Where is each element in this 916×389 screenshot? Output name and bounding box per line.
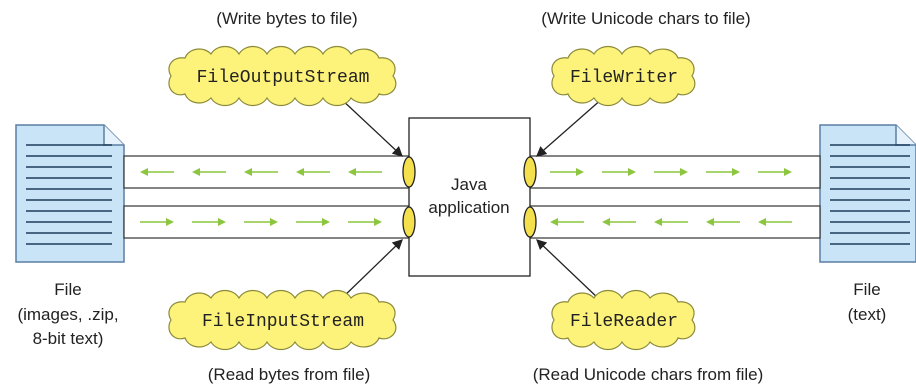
file-reader-cloud: FileReader <box>551 289 696 351</box>
input-stream-flow-arrows <box>140 218 382 226</box>
left-file-label-line3: 8-bit text) <box>33 329 104 348</box>
output-flow-arrow-head <box>348 168 356 176</box>
left-file-label-line2: (images, .zip, <box>17 305 118 324</box>
right-file-document-icon <box>819 124 916 263</box>
writer-flow-arrow-head <box>784 168 792 176</box>
writer-flow-arrows <box>550 168 792 176</box>
reader-connector <box>523 206 537 238</box>
left-file-document-icon <box>15 124 125 263</box>
input-flow-arrow-head <box>218 218 226 226</box>
app-label-line2: application <box>428 198 509 217</box>
output-flow-arrow-head <box>244 168 252 176</box>
input-flow-arrow-head <box>270 218 278 226</box>
input-flow-arrow-head <box>374 218 382 226</box>
right-file-label-line1: File <box>853 280 880 299</box>
file-reader-caption: (Read Unicode chars from file) <box>533 365 764 384</box>
output-stream-connector <box>402 156 416 188</box>
input-flow-arrow-head <box>166 218 174 226</box>
writer-flow-arrow-head <box>576 168 584 176</box>
file-writer-caption: (Write Unicode chars to file) <box>541 9 750 28</box>
writer-flow-arrow-head <box>680 168 688 176</box>
file-reader-label: FileReader <box>570 312 678 332</box>
reader-flow-arrow-head <box>706 218 714 226</box>
file-output-stream-cloud: FileOutputStream <box>168 45 397 107</box>
app-label-line1: Java <box>451 175 487 194</box>
connectors <box>402 156 537 238</box>
reader-flow-arrow-head <box>602 218 610 226</box>
writer-flow-arrow-head <box>732 168 740 176</box>
file-input-stream-label: FileInputStream <box>202 312 364 332</box>
left-pipes <box>123 155 410 239</box>
output-flow-arrow-head <box>296 168 304 176</box>
file-input-stream-caption: (Read bytes from file) <box>208 365 371 384</box>
reader-flow-arrow-head <box>758 218 766 226</box>
input-flow-arrow-head <box>322 218 330 226</box>
file-output-stream-label: FileOutputStream <box>197 68 370 88</box>
output-flow-arrow-head <box>140 168 148 176</box>
file-input-stream-cloud: FileInputStream <box>168 289 397 351</box>
java-application-box: Java application <box>408 117 531 277</box>
file-output-stream-caption: (Write bytes to file) <box>216 9 357 28</box>
right-file-label-line2: (text) <box>848 305 887 324</box>
output-flow-arrow-head <box>192 168 200 176</box>
file-writer-label: FileWriter <box>570 68 678 88</box>
reader-flow-arrow-head <box>654 218 662 226</box>
reader-flow-arrow-head <box>550 218 558 226</box>
reader-flow-arrows <box>550 218 792 226</box>
input-stream-connector <box>402 206 416 238</box>
file-writer-cloud: FileWriter <box>551 45 696 107</box>
right-pipes <box>529 155 821 239</box>
writer-flow-arrow-head <box>628 168 636 176</box>
left-file-label-line1: File <box>54 280 81 299</box>
writer-connector <box>523 156 537 188</box>
output-stream-flow-arrows <box>140 168 382 176</box>
pointer-lines <box>339 97 604 301</box>
